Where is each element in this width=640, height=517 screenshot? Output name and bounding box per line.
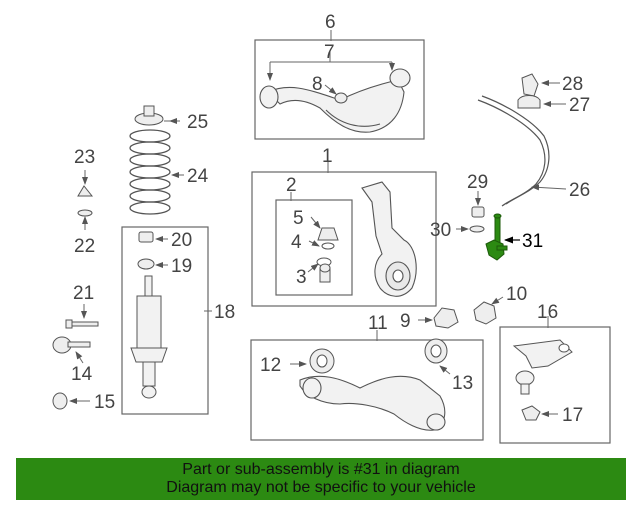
callout-23: 23 (74, 147, 95, 168)
cam-plate-15 (52, 392, 68, 410)
callout-17: 17 (562, 405, 583, 426)
bushing-13 (424, 338, 448, 364)
callout-29: 29 (467, 172, 488, 193)
cushion-29 (471, 206, 485, 218)
callout-18: 18 (214, 302, 235, 323)
callout-1: 1 (322, 146, 333, 167)
callout-21: 21 (73, 283, 94, 304)
callout-12: 12 (260, 355, 281, 376)
stabilizer-bar-drawing (477, 95, 550, 207)
nut-17 (521, 405, 541, 421)
callout-6: 6 (325, 12, 336, 33)
bushing-10 (473, 301, 497, 325)
callout-8: 8 (312, 74, 323, 95)
callout-22: 22 (74, 236, 95, 257)
ball-joint-group-box (275, 199, 353, 296)
bushing-12 (309, 348, 335, 374)
callout-7: 7 (324, 42, 335, 63)
knuckle-group-box (251, 171, 437, 307)
lower-ball-joint-drawing (512, 339, 573, 395)
coil-spring-drawing (129, 129, 171, 215)
callout-10: 10 (506, 284, 527, 305)
callout-11: 11 (368, 313, 388, 334)
callout-20: 20 (171, 230, 192, 251)
callout-16: 16 (537, 302, 558, 323)
retainer-19 (137, 258, 155, 270)
shock-group-box (121, 226, 209, 415)
callout-25: 25 (187, 112, 208, 133)
bracket-27 (517, 95, 541, 109)
shock-absorber-drawing (130, 275, 168, 399)
cushion-20 (138, 231, 154, 243)
callout-4: 4 (291, 232, 302, 253)
callout-28: 28 (562, 74, 583, 95)
boot-5 (317, 227, 339, 241)
bushing-8 (334, 92, 348, 104)
steering-knuckle-drawing (361, 181, 417, 297)
lower-arm-group-box (250, 339, 484, 441)
callout-26: 26 (569, 180, 590, 201)
upper-control-arm-drawing (259, 68, 411, 133)
callout-5: 5 (293, 208, 304, 229)
callout-3: 3 (296, 267, 307, 288)
cam-bolt-14 (52, 336, 91, 354)
washer-22 (77, 209, 93, 217)
ring-4 (321, 242, 335, 250)
lower-ball-joint-group-box (499, 326, 611, 444)
callout-13: 13 (452, 373, 473, 394)
bushing-9 (433, 307, 459, 329)
callout-24: 24 (187, 166, 209, 187)
washer-30 (469, 225, 485, 233)
banner-line-2: Diagram may not be specific to your vehi… (166, 479, 476, 496)
callout-9: 9 (400, 311, 411, 332)
lower-control-arm-drawing (299, 375, 446, 431)
cushion-23 (77, 185, 94, 197)
callout-31-highlighted: 31 (522, 231, 543, 252)
callout-2: 2 (286, 175, 297, 196)
callout-19: 19 (171, 256, 192, 277)
ball-joint-3 (316, 257, 332, 283)
callout-27: 27 (569, 95, 590, 116)
part-info-banner: Part or sub-assembly is #31 in diagram D… (16, 458, 626, 500)
callout-15: 15 (94, 392, 115, 413)
upper-arm-group-box (254, 39, 425, 140)
callout-30: 30 (430, 220, 451, 241)
bolt-21 (65, 319, 99, 329)
stabilizer-link-31-highlighted (485, 213, 508, 261)
upper-mount-drawing (134, 105, 164, 126)
bushing-28 (521, 73, 539, 97)
banner-line-1: Part or sub-assembly is #31 in diagram (182, 461, 460, 478)
callout-14: 14 (71, 364, 93, 385)
